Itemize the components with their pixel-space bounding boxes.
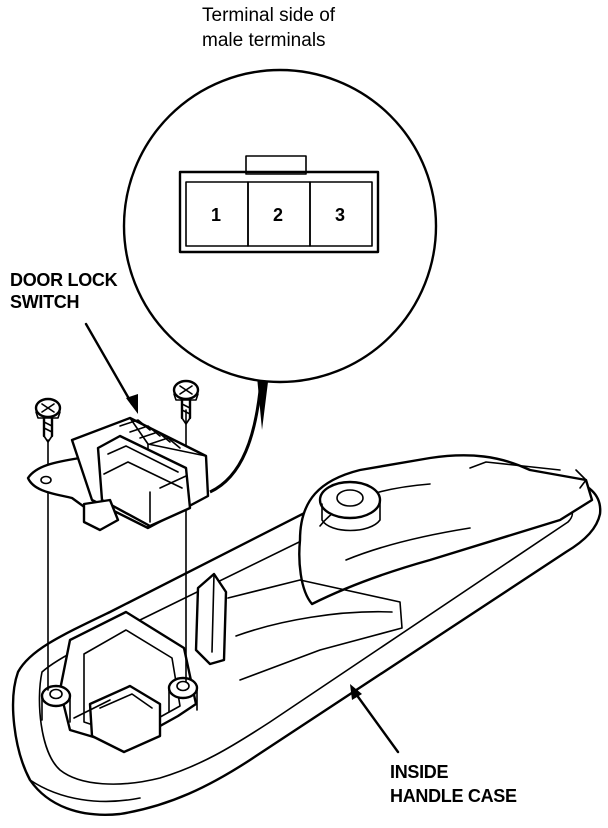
inside-handle-case: [11, 454, 602, 816]
screw-right: [172, 379, 200, 425]
caption-line-1: Terminal side of: [202, 5, 336, 26]
terminal-3-label: 3: [335, 205, 346, 225]
terminal-1-label: 1: [211, 205, 222, 225]
magnify-leader-line: [209, 365, 264, 494]
caption-line-2: male terminals: [202, 30, 326, 51]
door-lock-switch-label-line-1: DOOR LOCK: [10, 270, 118, 290]
magnified-connector-view: [122, 68, 438, 384]
inside-handle-case-label-line-2: HANDLE CASE: [390, 786, 517, 806]
case-callout-arrow: [350, 684, 400, 754]
screw-left: [34, 397, 62, 443]
inside-handle-case-label-line-1: INSIDE: [390, 762, 449, 782]
switch-callout-arrow: [84, 322, 138, 414]
door-lock-switch-body: [26, 416, 210, 532]
door-lock-switch-label-line-2: SWITCH: [10, 292, 80, 312]
terminal-2-label: 2: [273, 205, 284, 225]
